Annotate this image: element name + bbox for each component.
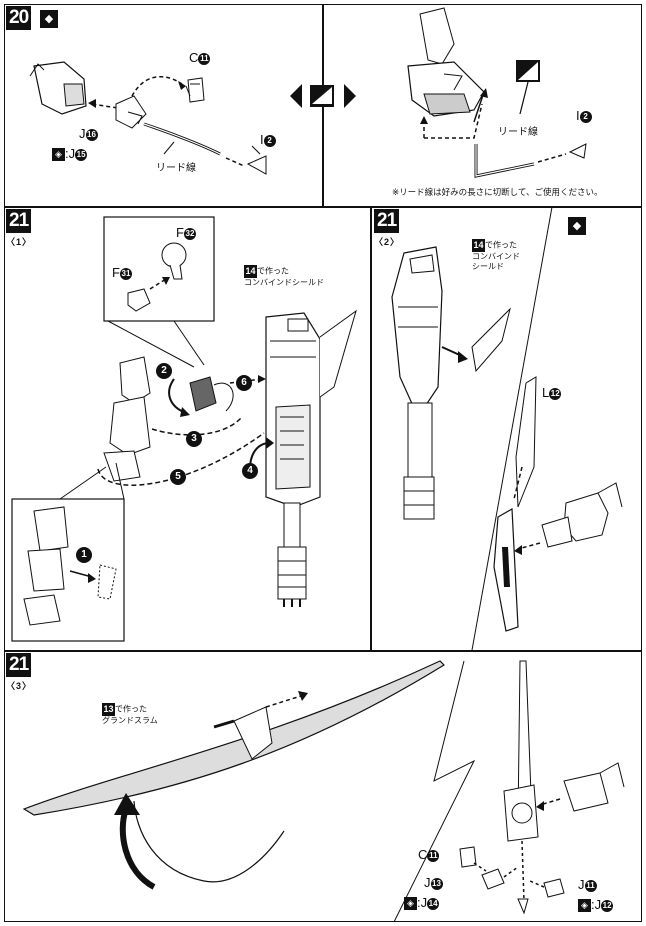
alternate-icon: ◈ [404,897,417,911]
step-20-right-illustration [407,7,587,178]
sequence-3: 3 [186,431,202,447]
sequence-5: 5 [170,469,186,485]
step-20-illustration [29,61,267,175]
sequence-6: 6 [236,375,252,391]
divider-row2 [4,650,642,652]
substep-number: 〈3〉 [6,681,33,691]
both-sides-icon: ◆ [568,217,586,235]
step-number: 21 [6,209,32,233]
sequence-2: 2 [156,363,172,379]
lead-wire-label-right: リード線 [498,127,538,138]
step-number: 21 [6,653,32,677]
divider-col-mid [370,206,372,651]
step-number: 21 [374,209,400,233]
alternate-icon: ◈ [578,899,591,913]
substep-number: 〈2〉 [374,237,401,247]
sequence-1: 1 [76,547,92,563]
sequence-4: 4 [242,463,258,479]
both-sides-icon: ◆ [40,10,58,28]
step-21-1-panel: 21 〈1〉 [4,207,370,650]
alternate-icon: ◈ [52,148,65,162]
substep-number: 〈1〉 [6,237,33,247]
step-21-2-illustration [391,207,623,650]
step-number: 20 [6,6,32,30]
lead-wire-label: リード線 [156,163,196,174]
step-21-3-illustration [22,660,625,922]
step-21-1-illustration [11,216,357,642]
lead-wire-note: ※リード線は好みの長さに切断して、ご使用ください。 [392,187,603,197]
